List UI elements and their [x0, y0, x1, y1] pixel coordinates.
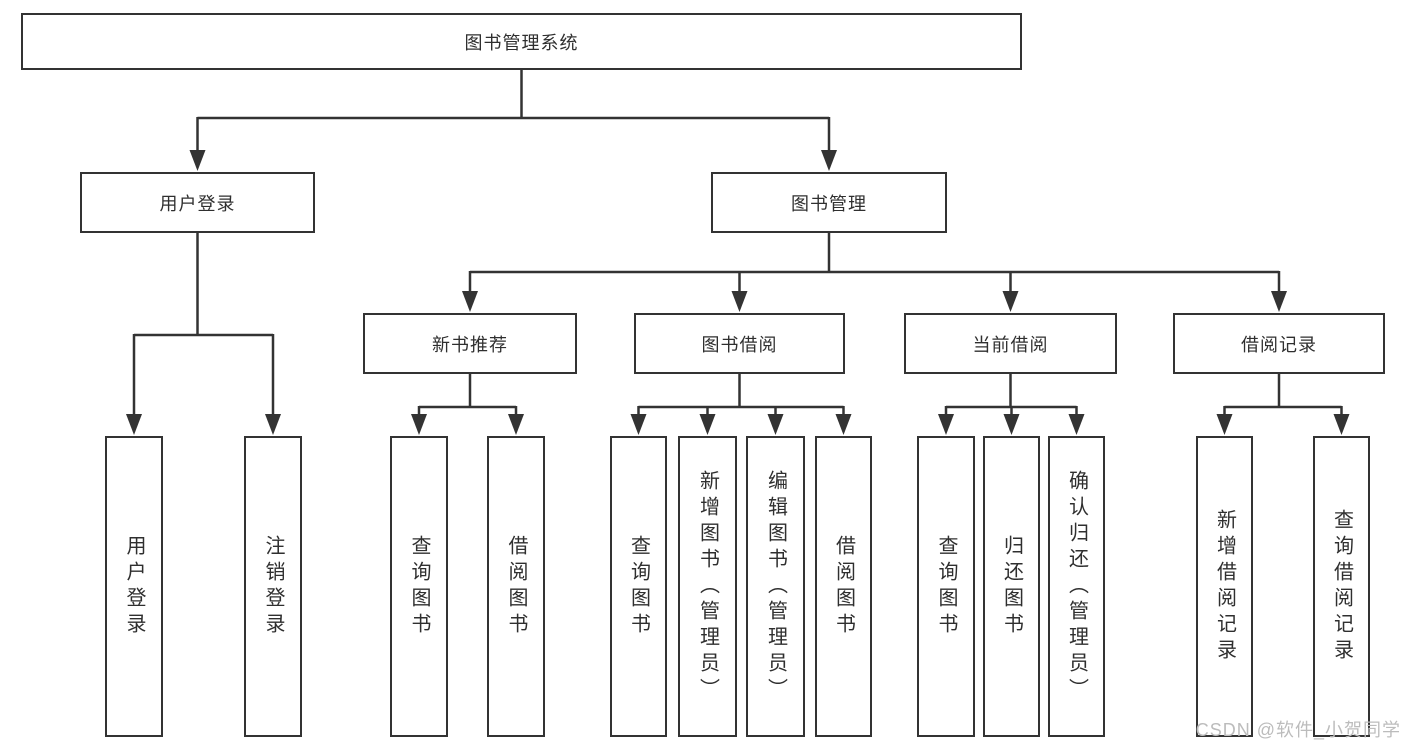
node-leaf-confirm-return: 确认归还（管理员） — [1048, 436, 1105, 737]
node-leaf-query-borrow-rec: 查询借阅记录 — [1313, 436, 1370, 737]
node-leaf-borrow-book-1: 借阅图书 — [487, 436, 545, 737]
node-label-leaf-confirm-return: 确认归还（管理员） — [1065, 469, 1088, 704]
node-book-mgmt: 图书管理 — [711, 172, 947, 233]
node-label-leaf-add-borrow-rec: 新增借阅记录 — [1213, 508, 1236, 665]
node-label-leaf-query-book-3: 查询图书 — [935, 534, 957, 639]
node-label-borrow-record: 借阅记录 — [1241, 334, 1317, 355]
node-leaf-borrow-book-2: 借阅图书 — [815, 436, 872, 737]
arrowhead-icon — [1003, 414, 1020, 435]
node-label-user-login: 用户登录 — [159, 193, 236, 214]
arrowhead-icon — [699, 414, 716, 435]
arrowhead-icon — [126, 414, 142, 435]
node-leaf-user-login: 用户登录 — [105, 436, 163, 737]
arrowhead-icon — [189, 150, 206, 171]
node-label-book-mgmt: 图书管理 — [791, 193, 867, 214]
node-label-root: 图书管理系统 — [464, 32, 579, 53]
node-leaf-add-book: 新增图书（管理员） — [678, 436, 737, 737]
arrowhead-icon — [835, 414, 852, 435]
node-leaf-return-book: 归还图书 — [983, 436, 1040, 737]
node-label-leaf-edit-book: 编辑图书（管理员） — [764, 469, 787, 704]
arrowhead-icon — [731, 291, 748, 312]
node-leaf-query-book-1: 查询图书 — [390, 436, 448, 737]
arrowhead-icon — [1068, 414, 1085, 435]
arrowhead-icon — [265, 414, 281, 435]
node-label-leaf-user-login: 用户登录 — [123, 534, 145, 639]
arrowhead-icon — [462, 291, 478, 312]
node-label-leaf-query-borrow-rec: 查询借阅记录 — [1330, 508, 1353, 665]
node-label-book-borrow: 图书借阅 — [701, 334, 778, 355]
node-user-login: 用户登录 — [80, 172, 315, 233]
node-borrow-record: 借阅记录 — [1173, 313, 1385, 374]
arrowhead-icon — [767, 414, 784, 435]
node-label-leaf-borrow-book-2: 借阅图书 — [832, 534, 855, 639]
node-current-borrow: 当前借阅 — [904, 313, 1117, 374]
arrowhead-icon — [630, 414, 647, 435]
node-new-book-rec: 新书推荐 — [363, 313, 577, 374]
node-book-borrow: 图书借阅 — [634, 313, 845, 374]
node-label-leaf-query-book-1: 查询图书 — [408, 534, 430, 639]
node-leaf-add-borrow-rec: 新增借阅记录 — [1196, 436, 1253, 737]
arrowhead-icon — [821, 150, 837, 171]
node-label-leaf-add-book: 新增图书（管理员） — [696, 469, 719, 704]
node-root: 图书管理系统 — [21, 13, 1022, 70]
arrowhead-icon — [1002, 291, 1019, 312]
node-label-leaf-logout: 注销登录 — [262, 534, 284, 639]
node-label-leaf-borrow-book-1: 借阅图书 — [505, 534, 527, 639]
arrowhead-icon — [508, 414, 524, 435]
node-label-new-book-rec: 新书推荐 — [432, 334, 508, 355]
arrowhead-icon — [938, 414, 954, 435]
watermark: CSDN @软件_小贺同学 — [1195, 720, 1401, 740]
arrowhead-icon — [411, 414, 427, 435]
node-leaf-logout: 注销登录 — [244, 436, 302, 737]
node-label-leaf-query-book-2: 查询图书 — [627, 534, 650, 639]
node-label-leaf-return-book: 归还图书 — [1000, 534, 1023, 639]
node-leaf-edit-book: 编辑图书（管理员） — [746, 436, 805, 737]
arrowhead-icon — [1271, 291, 1287, 312]
node-leaf-query-book-2: 查询图书 — [610, 436, 667, 737]
arrowhead-icon — [1216, 414, 1233, 435]
node-leaf-query-book-3: 查询图书 — [917, 436, 975, 737]
node-label-current-borrow: 当前借阅 — [972, 334, 1049, 355]
arrowhead-icon — [1333, 414, 1350, 435]
